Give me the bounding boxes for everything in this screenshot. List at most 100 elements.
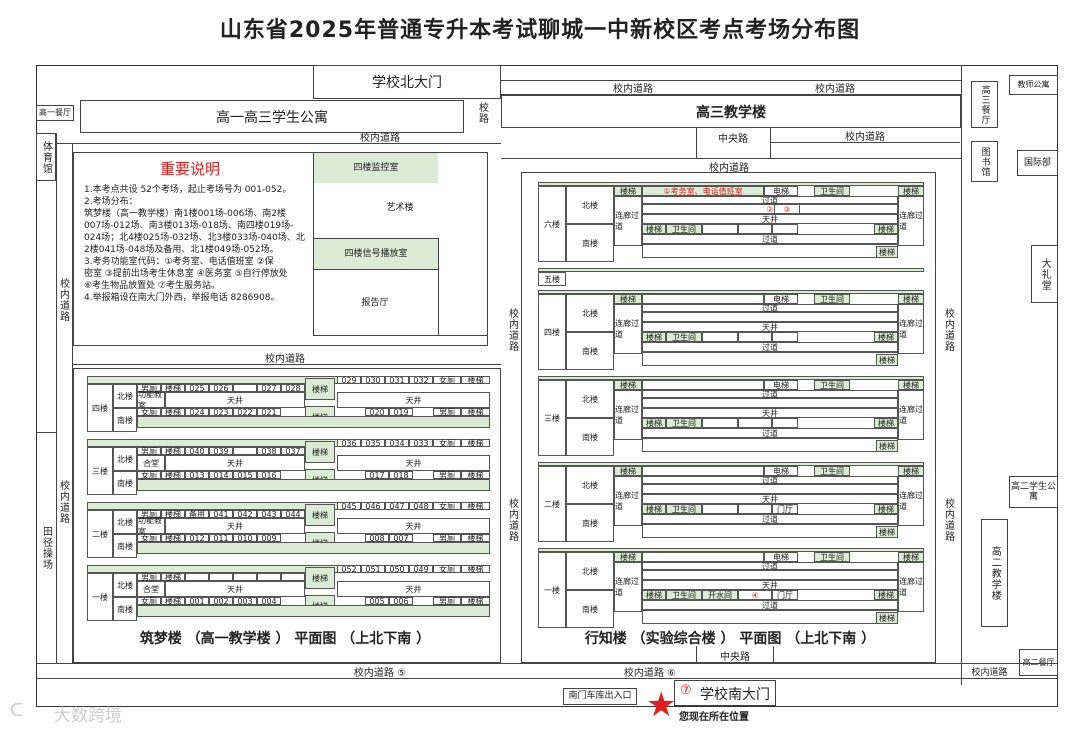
floor-label: 一楼 <box>87 573 113 621</box>
notes-line: 1.本考点共设 52个考场，起止考场号为 001-052。 <box>84 185 292 195</box>
toilet-cell: 男厕 <box>433 534 461 543</box>
exam-room: 025 <box>185 384 209 393</box>
stairs-cell: 楼梯 <box>876 526 898 538</box>
corridor-north: 过道 <box>642 476 898 485</box>
north-room-row <box>642 398 898 408</box>
bridge-corridor: 连廊过道 <box>614 390 642 440</box>
notes-line: 密室 ③提前出场考生休息室 ④医务室 ⑤自行停放处 <box>84 269 288 279</box>
function-room: 功能教室 <box>137 516 165 536</box>
restroom-cell: 卫生间 <box>814 186 850 196</box>
xingzhi-title: 行知楼 （实验综合楼 ） 平面图 （上北下南 ） <box>584 631 876 647</box>
patio: 天井 <box>642 408 898 418</box>
floor-label: 四楼 <box>538 294 566 370</box>
south-room-row <box>642 524 898 538</box>
stairs-cell: 楼梯 <box>305 378 335 400</box>
south-wing-label: 南楼 <box>113 597 137 621</box>
stairs-cell: 楼梯 <box>305 504 335 526</box>
you-are-here-star-icon: ★ <box>646 685 677 725</box>
patio: 天井 <box>642 322 898 332</box>
north-wing-label: 北楼 <box>113 384 137 408</box>
toilet-cell: 男厕 <box>137 447 161 456</box>
road-mid-upper: 校内道路 <box>506 308 518 352</box>
campus-boundary <box>36 65 1058 707</box>
central-road-top: 中央路 <box>718 133 748 145</box>
stairs-cell: 楼梯 <box>614 380 642 390</box>
room-4 <box>738 332 772 342</box>
corridor-south: 过道 <box>642 514 898 524</box>
water-room <box>702 224 738 234</box>
stairs-cell: 楼梯 <box>642 332 666 342</box>
north-gate: 学校北大门 <box>313 65 501 99</box>
patio: 天井 <box>642 494 898 504</box>
north-wing-label: 北楼 <box>566 294 614 332</box>
exam-room: 048 <box>409 502 433 511</box>
exam-room: 023 <box>209 408 233 417</box>
restroom-cell: 卫生间 <box>814 294 850 304</box>
exam-room: 011 <box>209 534 233 543</box>
exam-room: 备用 <box>185 510 209 519</box>
road-bottom-5: 校内道路 ⑤ <box>353 667 407 679</box>
stairs-cell: 楼梯 <box>305 441 335 463</box>
exam-room <box>233 573 257 581</box>
elevator-cell: 电梯 <box>764 552 798 562</box>
stairs-cell: 楼梯 <box>642 590 666 600</box>
toilet-cell: 男厕 <box>137 573 161 582</box>
bridge-corridor: 连廊过道 <box>614 196 642 246</box>
central-road-top-right <box>770 128 771 158</box>
stairs-cell: 楼梯 <box>461 376 490 385</box>
road-line-right-v <box>961 65 962 685</box>
corridor-south: 过道 <box>642 234 898 244</box>
stairs-cell: 楼梯 <box>161 408 185 417</box>
central-road-bottom: 中央路 <box>720 651 750 663</box>
toilet-cell: 男厕 <box>137 510 161 519</box>
floor-label: 二楼 <box>87 510 113 558</box>
floor-label: 四楼 <box>87 384 113 432</box>
patio: 天井 <box>165 518 305 534</box>
exam-room: 040 <box>185 447 209 456</box>
g1-g3-dorm: 高一高三学生公寓 <box>80 100 464 133</box>
road-bottom-6: 校内道路 ⑥ <box>623 667 677 679</box>
restroom-cell: 卫生间 <box>666 590 702 600</box>
notes-line: 024场；北4楼025场-032场、北3楼033场-040场、北 <box>84 233 305 243</box>
elevator-cell: 电梯 <box>764 466 798 476</box>
watermark-logo-icon: ᑕ <box>10 700 24 721</box>
stairs-cell: 楼梯 <box>305 567 335 589</box>
exam-room: 002 <box>209 597 233 606</box>
room-3: ③ <box>774 204 800 214</box>
function-room: 合堂 <box>137 455 165 471</box>
floor-label: 一楼 <box>538 552 566 628</box>
corridor-south: 过道 <box>642 600 898 610</box>
exam-room: 015 <box>233 471 257 480</box>
zhumeng-title: 筑梦楼 （高一教学楼 ） 平面图 （上北下南 ） <box>139 631 431 647</box>
notes-line: 2楼041场-048场及备用、北1楼049场-052场。 <box>84 245 279 255</box>
art-inner-line <box>438 238 439 336</box>
exam-room: 024 <box>185 408 209 417</box>
road-right-lower-v: 校内道路 <box>942 498 954 542</box>
floor-top-band <box>538 548 924 552</box>
exam-room: 014 <box>209 471 233 480</box>
exam-room: 029 <box>337 376 361 385</box>
road-under-dorm: 校内道路 <box>360 133 400 144</box>
road-line-left <box>72 143 73 663</box>
road-right-upper-v: 校内道路 <box>942 308 954 352</box>
road-left-upper: 校内道路 <box>57 278 69 322</box>
exam-room: 036 <box>337 439 361 448</box>
floor-label: 二楼 <box>538 466 566 542</box>
notes-line: 007场-012场、南3楼013场-018场、南四楼019场- <box>84 221 294 231</box>
stairs-cell: 楼梯 <box>874 332 898 342</box>
stairs-cell: 楼梯 <box>161 573 185 582</box>
restroom-cell: 卫生间 <box>814 552 850 562</box>
road-line-bottom-2 <box>36 678 1058 679</box>
north-wing-label: 北楼 <box>566 380 614 418</box>
intl-dept: 国际部 <box>1017 150 1058 176</box>
stairs-cell: 楼梯 <box>642 224 666 234</box>
road-line-under-dorm <box>56 143 501 144</box>
notes-line: ⑥考生物品放置处 ⑦考生服务站。 <box>84 281 220 291</box>
bridge-corridor: 连廊过道 <box>898 476 924 526</box>
central-road-top-left <box>696 128 697 158</box>
floor-top-band <box>538 182 924 186</box>
corridor-band <box>137 542 490 554</box>
corridor-south: 过道 <box>642 342 898 352</box>
